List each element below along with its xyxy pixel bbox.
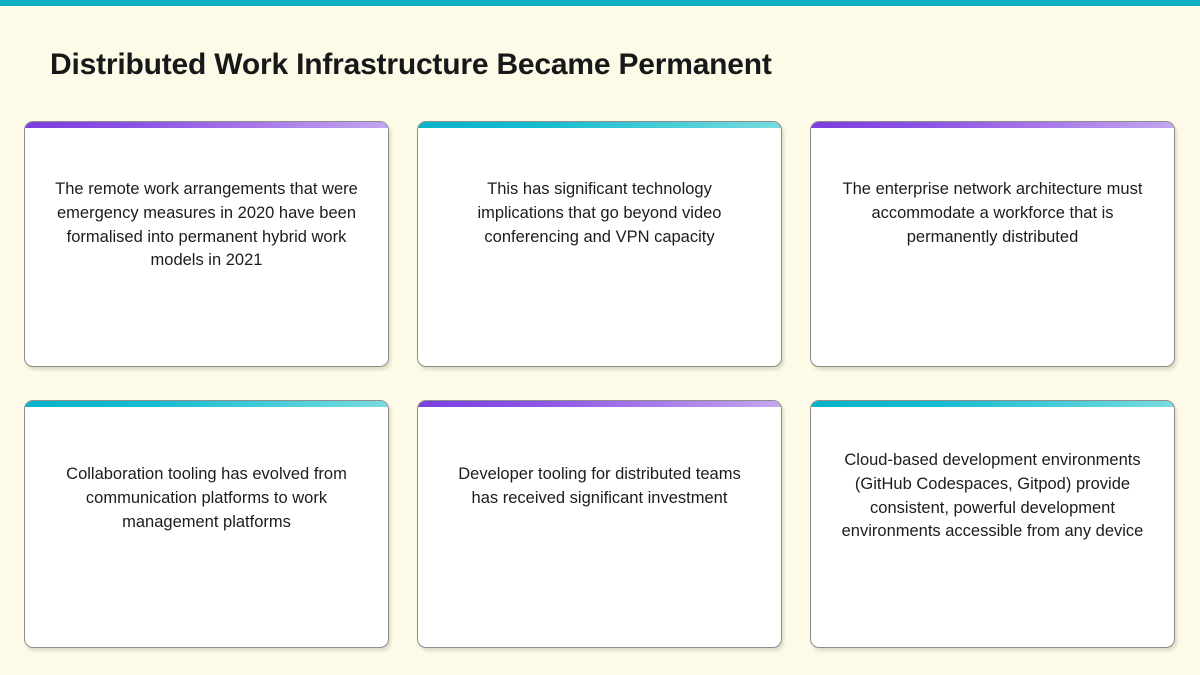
- card-text: Collaboration tooling has evolved from c…: [66, 465, 347, 531]
- card-body: Cloud-based development environments (Gi…: [811, 407, 1174, 647]
- card-accent-bar-purple: [25, 122, 388, 128]
- content-card-3[interactable]: The enterprise network architecture must…: [810, 121, 1175, 367]
- card-body: Collaboration tooling has evolved from c…: [25, 407, 388, 647]
- card-accent-bar-teal: [418, 122, 781, 128]
- card-accent-bar-teal: [811, 401, 1174, 407]
- content-card-1[interactable]: The remote work arrangements that were e…: [24, 121, 389, 367]
- card-text: Cloud-based development environments (Gi…: [841, 451, 1144, 541]
- content-card-2[interactable]: This has significant technology implicat…: [417, 121, 782, 367]
- content-card-6[interactable]: Cloud-based development environments (Gi…: [810, 400, 1175, 648]
- card-grid: The remote work arrangements that were e…: [24, 121, 1176, 648]
- page-title: Distributed Work Infrastructure Became P…: [50, 48, 772, 82]
- content-card-5[interactable]: Developer tooling for distributed teams …: [417, 400, 782, 648]
- card-text: The enterprise network architecture must…: [842, 180, 1143, 246]
- card-accent-bar-purple: [811, 122, 1174, 128]
- card-accent-bar-teal: [25, 401, 388, 407]
- card-text: This has significant technology implicat…: [477, 180, 722, 246]
- content-card-4[interactable]: Collaboration tooling has evolved from c…: [24, 400, 389, 648]
- top-accent-bar: [0, 0, 1200, 6]
- card-body: This has significant technology implicat…: [418, 128, 781, 366]
- card-body: The enterprise network architecture must…: [811, 128, 1174, 366]
- card-body: Developer tooling for distributed teams …: [418, 407, 781, 647]
- card-text: Developer tooling for distributed teams …: [458, 465, 741, 507]
- card-accent-bar-purple: [418, 401, 781, 407]
- card-text: The remote work arrangements that were e…: [55, 180, 358, 270]
- card-body: The remote work arrangements that were e…: [25, 128, 388, 366]
